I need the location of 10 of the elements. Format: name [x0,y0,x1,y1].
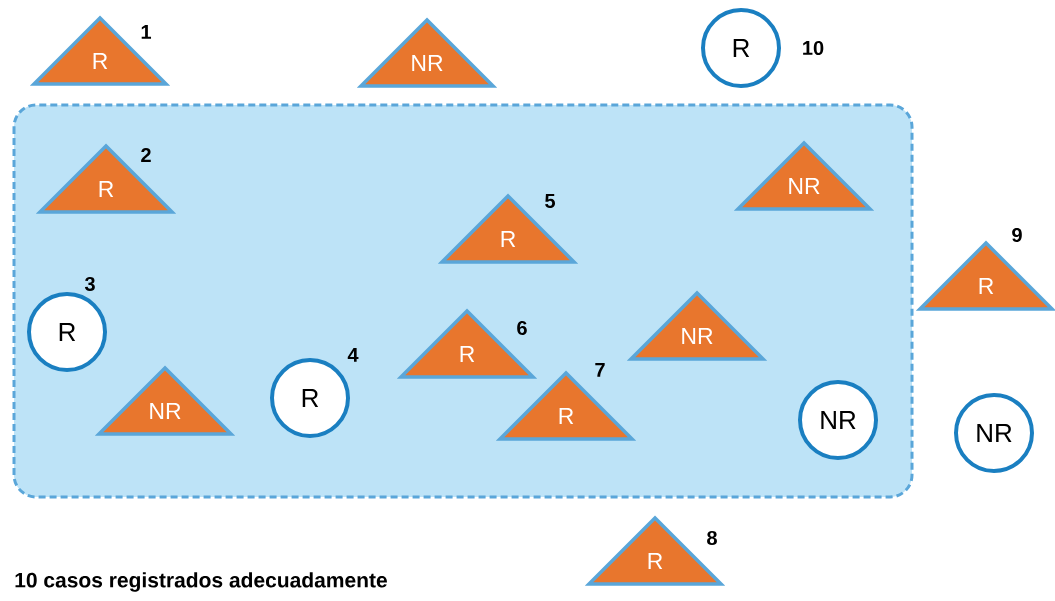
case-number: 8 [707,530,717,546]
case-number: 4 [347,348,359,362]
case-number: 1 [141,25,151,39]
case-number: 5 [545,194,555,208]
case-number: 6 [517,320,527,336]
case-number: 10 [803,40,824,56]
case-number: 9 [1012,227,1022,243]
case-number: 2 [141,148,151,162]
case-number: 3 [84,276,95,292]
caption: 10 casos registrados adecuadamente [15,572,387,592]
